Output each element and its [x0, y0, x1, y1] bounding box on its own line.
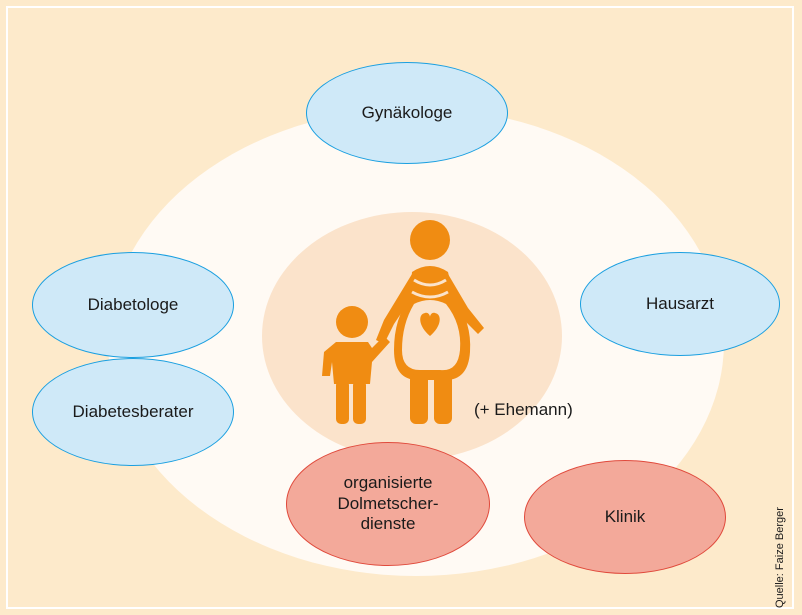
node-hausarzt: Hausarzt — [580, 252, 780, 356]
source-credit: Quelle: Faize Berger — [774, 507, 786, 608]
node-dolmetscherdienste: organisierte Dolmetscher- dienste — [286, 442, 490, 566]
node-diabetesberater: Diabetesberater — [32, 358, 234, 466]
node-diabetologe: Diabetologe — [32, 252, 234, 358]
pregnant-woman-with-child-icon — [322, 220, 484, 424]
node-klinik: Klinik — [524, 460, 726, 574]
node-gynaekologe: Gynäkologe — [306, 62, 508, 164]
node-dolmetscherdienste-label: organisierte Dolmetscher- dienste — [337, 473, 439, 534]
node-diabetologe-label: Diabetologe — [87, 294, 179, 314]
frame-border — [6, 6, 794, 609]
center-note: (+ Ehemann) — [474, 400, 573, 419]
node-klinik-label: Klinik — [604, 506, 646, 526]
node-hausarzt-label: Hausarzt — [645, 293, 715, 313]
node-diabetesberater-label: Diabetesberater — [72, 401, 194, 421]
node-gynaekologe-label: Gynäkologe — [361, 102, 453, 122]
